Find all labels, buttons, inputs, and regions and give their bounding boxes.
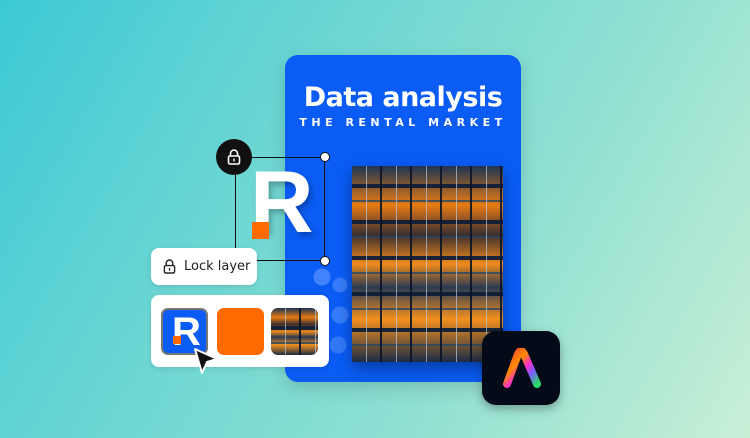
layer-swatch-panel: R <box>151 295 329 367</box>
adobe-express-logo-icon <box>503 348 541 388</box>
poster-title: Data analysis <box>303 82 503 113</box>
swatch-logo[interactable]: R <box>161 308 208 355</box>
swatch-photo[interactable] <box>271 308 318 355</box>
lock-icon <box>227 149 241 165</box>
resize-handle[interactable] <box>320 152 330 162</box>
lock-icon <box>163 259 176 274</box>
poster-subtitle: THE RENTAL MARKET <box>299 116 507 129</box>
swatch-logo-letter: R <box>172 310 201 354</box>
lock-layer-button[interactable]: Lock layer <box>151 248 257 285</box>
cursor-arrow-icon <box>194 348 218 374</box>
lock-badge[interactable] <box>216 139 252 175</box>
resize-handle[interactable] <box>320 256 330 266</box>
logo-r[interactable]: R <box>250 158 314 246</box>
logo-orange-square <box>252 222 269 239</box>
selection-box[interactable] <box>235 157 325 261</box>
lock-layer-label: Lock layer <box>184 259 251 274</box>
building-photo[interactable] <box>352 166 503 362</box>
adobe-express-app-icon[interactable] <box>482 331 560 405</box>
logo-orange-square <box>173 336 181 344</box>
swatch-orange[interactable] <box>217 308 264 355</box>
